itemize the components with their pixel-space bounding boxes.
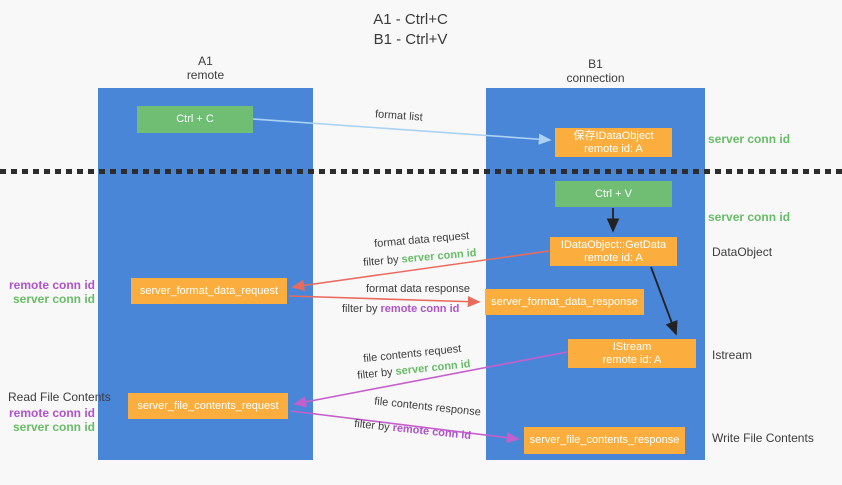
format-data-response-label: format data response <box>366 283 470 295</box>
filter-by-value-4: remote conn id <box>391 421 472 443</box>
filter-by-server-conn-id-label-1: filter by server conn id <box>363 247 477 269</box>
column-b1-id: B1 <box>588 57 603 71</box>
title-line-1: A1 - Ctrl+C <box>373 11 448 28</box>
save-idataobject-label: 保存IDataObject <box>573 129 654 142</box>
filter-by-prefix-1: filter by <box>362 253 403 269</box>
remote-conn-id-label-2: remote conn id <box>8 406 95 420</box>
format-list-label: format list <box>374 108 424 124</box>
format-data-response-arrow <box>288 295 481 308</box>
ctrl-c-node: Ctrl + C <box>137 106 253 133</box>
left-conn-id-labels-1: remote conn id server conn id <box>0 278 95 306</box>
format-data-request-label: format data request <box>373 229 470 251</box>
istream-remote-id: remote id: A <box>602 353 662 366</box>
dotted-divider-line <box>0 169 842 174</box>
server-conn-id-label-1: server conn id <box>12 292 95 306</box>
istream-label: IStream <box>612 340 652 353</box>
column-header-a1: A1 remote <box>98 54 313 82</box>
column-b1-subtitle: connection <box>566 71 625 85</box>
filter-by-prefix-3: filter by <box>356 365 397 382</box>
column-a1-id: A1 <box>198 54 213 68</box>
getdata-label: IDataObject::GetData <box>560 238 667 251</box>
server-conn-id-label-top: server conn id <box>708 132 791 146</box>
filter-by-value-1: server conn id <box>401 247 478 266</box>
column-header-b1: B1 connection <box>486 57 705 85</box>
server-conn-id-label-mid: server conn id <box>708 210 791 224</box>
server-format-data-request-label: server_format_data_request <box>139 284 279 297</box>
filter-by-remote-conn-id-label-1: filter by remote conn id <box>342 303 459 315</box>
read-file-contents-label: Read File Contents <box>8 390 111 404</box>
filter-by-prefix-4: filter by <box>353 417 394 434</box>
filter-by-value-2: remote conn id <box>380 303 460 315</box>
server-file-contents-request-label: server_file_contents_request <box>137 399 279 412</box>
ctrl-c-label: Ctrl + C <box>176 113 214 125</box>
server-format-data-response-node: server_format_data_response <box>485 289 644 315</box>
server-format-data-response-label: server_format_data_response <box>491 295 638 308</box>
filter-by-prefix-2: filter by <box>342 303 381 315</box>
file-contents-response-label: file contents response <box>373 395 482 419</box>
left-conn-id-labels-2: remote conn id server conn id <box>0 406 95 434</box>
server-format-data-request-node: server_format_data_request <box>131 278 287 304</box>
getdata-remote-id: remote id: A <box>584 251 643 264</box>
write-file-contents-label: Write File Contents <box>712 431 814 445</box>
server-file-contents-response-node: server_file_contents_response <box>524 427 685 454</box>
remote-conn-id-label-1: remote conn id <box>8 278 95 292</box>
server-file-contents-response-label: server_file_contents_response <box>529 434 680 446</box>
column-a1-subtitle: remote <box>186 68 225 82</box>
ctrl-v-label: Ctrl + V <box>595 187 632 200</box>
save-idataobject-node: 保存IDataObject remote id: A <box>555 128 672 157</box>
save-idataobject-remote-id: remote id: A <box>584 142 643 155</box>
diagram-title: A1 - Ctrl+C B1 - Ctrl+V <box>318 10 503 50</box>
ctrl-v-node: Ctrl + V <box>555 181 672 207</box>
idataobject-getdata-node: IDataObject::GetData remote id: A <box>550 237 677 266</box>
server-conn-id-label-2: server conn id <box>12 420 95 434</box>
istream-side-label: Istream <box>712 348 753 362</box>
filter-by-value-3: server conn id <box>394 358 472 378</box>
dataobject-label: DataObject <box>712 245 773 259</box>
filter-by-remote-conn-id-label-2: filter by remote conn id <box>354 418 472 442</box>
title-line-2: B1 - Ctrl+V <box>373 31 448 48</box>
istream-node: IStream remote id: A <box>568 339 696 368</box>
server-file-contents-request-node: server_file_contents_request <box>128 393 288 419</box>
